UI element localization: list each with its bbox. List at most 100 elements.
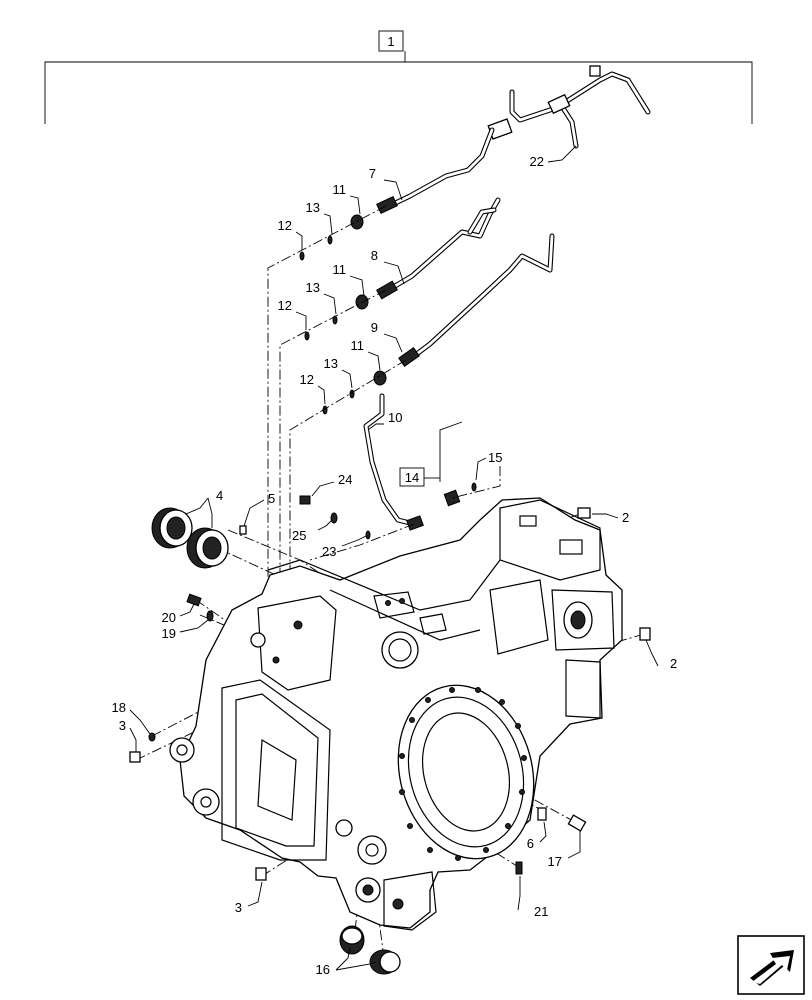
svg-text:21: 21 xyxy=(534,904,548,919)
pipe-10[interactable] xyxy=(363,393,424,531)
leader-lines xyxy=(129,145,659,971)
callout-15[interactable]: 15 xyxy=(488,450,502,465)
pin-3-a[interactable] xyxy=(129,751,141,763)
pipe-7[interactable] xyxy=(376,127,495,214)
svg-text:7: 7 xyxy=(369,166,376,181)
pipe-9[interactable] xyxy=(398,233,555,367)
callout-13-c[interactable]: 13 xyxy=(324,356,338,371)
callout-3-b[interactable]: 3 xyxy=(235,900,242,915)
callout-19[interactable]: 19 xyxy=(162,626,176,641)
bolt-21[interactable] xyxy=(515,861,523,875)
svg-text:22: 22 xyxy=(530,154,544,169)
svg-text:16: 16 xyxy=(316,962,330,977)
next-page-arrow-icon[interactable] xyxy=(737,935,805,995)
tube-22[interactable] xyxy=(487,65,651,149)
callout-21[interactable]: 21 xyxy=(534,904,548,919)
callout-24[interactable]: 24 xyxy=(338,472,352,487)
callout-11-c[interactable]: 11 xyxy=(351,338,365,353)
washer-12-a[interactable] xyxy=(299,251,305,261)
callout-12-b[interactable]: 12 xyxy=(278,298,292,313)
callout-7[interactable]: 7 xyxy=(369,166,376,181)
callout-12-c[interactable]: 12 xyxy=(300,372,314,387)
washer-13-c[interactable] xyxy=(349,389,355,399)
svg-text:18: 18 xyxy=(112,700,126,715)
bolt-20[interactable] xyxy=(186,593,202,607)
svg-text:1: 1 xyxy=(387,34,394,49)
svg-text:10: 10 xyxy=(388,410,402,425)
callout-6[interactable]: 6 xyxy=(527,836,534,851)
bushing-4-b[interactable] xyxy=(186,527,229,569)
callout-13-b[interactable]: 13 xyxy=(306,280,320,295)
washer-13-a[interactable] xyxy=(327,235,333,245)
svg-text:5: 5 xyxy=(268,491,275,506)
svg-text:20: 20 xyxy=(162,610,176,625)
svg-text:13: 13 xyxy=(324,356,338,371)
callout-17[interactable]: 17 xyxy=(548,854,562,869)
callout-23[interactable]: 23 xyxy=(322,544,336,559)
svg-text:6: 6 xyxy=(527,836,534,851)
svg-text:25: 25 xyxy=(292,528,306,543)
callout-12-a[interactable]: 12 xyxy=(278,218,292,233)
callout-2-b[interactable]: 2 xyxy=(670,656,677,671)
pipe-8[interactable] xyxy=(376,197,501,300)
bushing-16-b[interactable] xyxy=(369,949,401,975)
pin-3-b[interactable] xyxy=(255,867,267,881)
washer-15[interactable] xyxy=(471,482,477,492)
bolt-24[interactable] xyxy=(299,495,311,505)
svg-text:3: 3 xyxy=(119,718,126,733)
svg-text:17: 17 xyxy=(548,854,562,869)
callout-3-a[interactable]: 3 xyxy=(119,718,126,733)
svg-text:2: 2 xyxy=(622,510,629,525)
callout-16[interactable]: 16 xyxy=(316,962,330,977)
fitting-14-group[interactable] xyxy=(399,421,463,507)
callout-25[interactable]: 25 xyxy=(292,528,306,543)
svg-text:13: 13 xyxy=(306,200,320,215)
svg-text:12: 12 xyxy=(300,372,314,387)
callout-18[interactable]: 18 xyxy=(112,700,126,715)
seal-11-c[interactable] xyxy=(373,370,387,386)
svg-text:24: 24 xyxy=(338,472,352,487)
pin-6[interactable] xyxy=(537,807,547,821)
svg-text:4: 4 xyxy=(216,488,223,503)
pin-17[interactable] xyxy=(567,814,587,832)
svg-text:15: 15 xyxy=(488,450,502,465)
callout-4[interactable]: 4 xyxy=(216,488,223,503)
svg-text:12: 12 xyxy=(278,218,292,233)
washer-25[interactable] xyxy=(330,512,338,524)
bushing-4-a[interactable] xyxy=(151,507,193,549)
svg-text:3: 3 xyxy=(235,900,242,915)
transmission-housing[interactable] xyxy=(169,497,623,931)
bolt-18[interactable] xyxy=(148,732,156,742)
callout-5[interactable]: 5 xyxy=(268,491,275,506)
svg-text:2: 2 xyxy=(670,656,677,671)
callout-11-a[interactable]: 11 xyxy=(333,182,347,197)
washer-23[interactable] xyxy=(365,530,371,540)
svg-text:19: 19 xyxy=(162,626,176,641)
callout-14[interactable]: 14 xyxy=(405,470,419,485)
callout-9[interactable]: 9 xyxy=(371,320,378,335)
assembly-bracket xyxy=(44,30,753,124)
svg-text:11: 11 xyxy=(333,262,347,277)
washer-19[interactable] xyxy=(206,610,214,622)
svg-text:8: 8 xyxy=(371,248,378,263)
pin-2-a[interactable] xyxy=(577,507,591,519)
callout-2-a[interactable]: 2 xyxy=(622,510,629,525)
callout-8[interactable]: 8 xyxy=(371,248,378,263)
washer-12-b[interactable] xyxy=(304,331,310,341)
svg-text:14: 14 xyxy=(405,470,419,485)
callout-13-a[interactable]: 13 xyxy=(306,200,320,215)
pin-5[interactable] xyxy=(239,525,247,535)
bushing-16-a[interactable] xyxy=(339,925,365,955)
callout-10[interactable]: 10 xyxy=(388,410,402,425)
callout-20[interactable]: 20 xyxy=(162,610,176,625)
callout-11-b[interactable]: 11 xyxy=(333,262,347,277)
svg-text:12: 12 xyxy=(278,298,292,313)
svg-text:13: 13 xyxy=(306,280,320,295)
callout-22[interactable]: 22 xyxy=(530,154,544,169)
svg-text:9: 9 xyxy=(371,320,378,335)
seal-11-a[interactable] xyxy=(350,214,364,230)
callout-1[interactable]: 1 xyxy=(387,34,394,49)
pin-2-b[interactable] xyxy=(639,627,651,641)
svg-text:11: 11 xyxy=(333,182,347,197)
